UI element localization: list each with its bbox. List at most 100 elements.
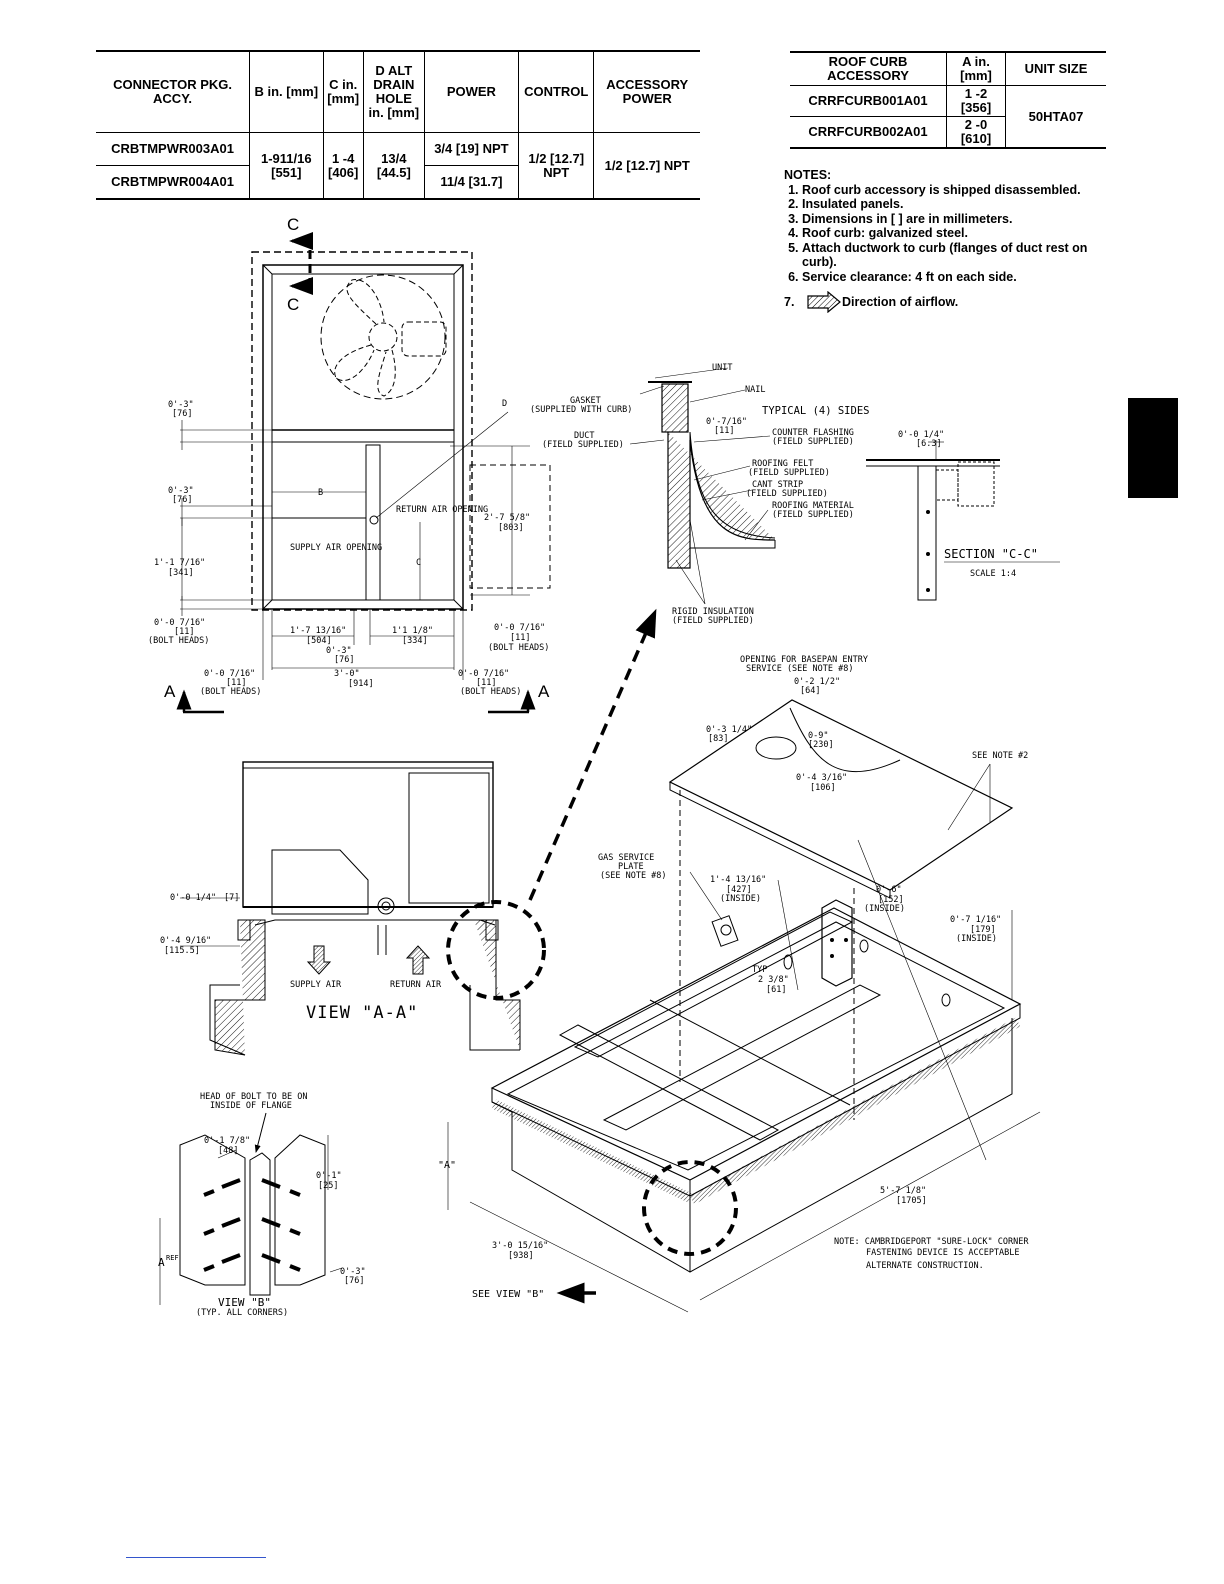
power-cell: 3/4 [19] NPT (423, 132, 519, 166)
svg-text:0'-0 7/16": 0'-0 7/16" (458, 669, 509, 679)
airflow-arrow-icon (807, 291, 841, 313)
note-item: Roof curb accessory is shipped disassemb… (802, 183, 1116, 198)
pkg-cell: CRBTMPWR004A01 (96, 165, 250, 199)
notes: NOTES: Roof curb accessory is shipped di… (784, 168, 1116, 313)
svg-text:[11]: [11] (510, 633, 530, 643)
table-row: CRBTMPWR003A01 1-911/16 [551] 1 -4 [406]… (96, 132, 700, 199)
view-aa (180, 761, 546, 1056)
svg-text:(INSIDE): (INSIDE) (864, 904, 905, 914)
svg-text:TYPICAL (4) SIDES: TYPICAL (4) SIDES (762, 405, 869, 417)
col-control: CONTROL (517, 51, 594, 133)
svg-text:B: B (318, 488, 323, 498)
svg-text:(INSIDE): (INSIDE) (956, 934, 997, 944)
svg-text:[152]: [152] (878, 895, 904, 905)
svg-text:1'1 1/8": 1'1 1/8" (392, 626, 433, 636)
notes-title: NOTES: (784, 168, 832, 182)
section-cc (866, 440, 1060, 601)
unit-size-cell: 50HTA07 (1005, 85, 1106, 148)
control-cell: 1/2 [12.7] NPT (517, 132, 594, 199)
svg-text:0'-3": 0'-3" (168, 486, 194, 496)
accessory-power-cell: 1/2 [12.7] NPT (593, 132, 700, 199)
fan-circle (320, 274, 446, 400)
svg-text:[7]: [7] (224, 893, 239, 903)
svg-text:[803]: [803] (498, 523, 524, 533)
svg-text:0'-0 7/16": 0'-0 7/16" (154, 618, 205, 628)
view-aa-title: VIEW "A-A" (306, 1003, 418, 1023)
svg-text:(BOLT HEADS): (BOLT HEADS) (460, 687, 521, 697)
svg-text:[64]: [64] (800, 686, 820, 696)
svg-text:SUPPLY AIR: SUPPLY AIR (290, 980, 342, 990)
pkg-cell: CRBTMPWR003A01 (111, 141, 234, 156)
svg-text:NAIL: NAIL (745, 385, 765, 395)
svg-text:[1705]: [1705] (896, 1196, 927, 1206)
svg-text:(BOLT HEADS): (BOLT HEADS) (200, 687, 261, 697)
svg-text:(BOLT HEADS): (BOLT HEADS) (488, 643, 549, 653)
svg-text:5'-7 1/8": 5'-7 1/8" (880, 1186, 926, 1196)
view-mark-right: A (538, 682, 550, 701)
notes-list: Roof curb accessory is shipped disassemb… (784, 183, 1116, 285)
svg-text:[334]: [334] (402, 636, 428, 646)
svg-text:0'-0 7/16": 0'-0 7/16" (494, 623, 545, 633)
svg-text:1'-1 7/16": 1'-1 7/16" (154, 558, 205, 568)
svg-text:A: A (158, 1256, 165, 1269)
svg-text:RETURN AIR: RETURN AIR (390, 980, 442, 990)
svg-text:3'-0 15/16": 3'-0 15/16" (492, 1241, 548, 1251)
b-cell: 1-911/16 [551] (249, 132, 323, 199)
svg-text:DUCT: DUCT (574, 431, 594, 441)
svg-text:0'-3": 0'-3" (168, 400, 194, 410)
svg-text:(TYP. ALL CORNERS): (TYP. ALL CORNERS) (196, 1308, 288, 1318)
svg-text:0'-2 1/2": 0'-2 1/2" (794, 677, 840, 687)
iso-curb (447, 699, 1041, 1313)
svg-text:"A": "A" (438, 1160, 456, 1171)
svg-text:0'-6": 0'-6" (876, 885, 902, 895)
svg-text:2'-7 5/8": 2'-7 5/8" (484, 513, 530, 523)
plan-view (176, 232, 551, 714)
note-item: Roof curb: galvanized steel. (802, 226, 1116, 241)
col-unit-size: UNIT SIZE (1005, 52, 1106, 86)
svg-text:0'-4 9/16": 0'-4 9/16" (160, 936, 211, 946)
footer-rule (126, 1557, 266, 1558)
accessory-cell: CRRFCURB001A01 (808, 93, 928, 108)
svg-text:[6.3]: [6.3] (916, 439, 942, 449)
svg-text:INSIDE OF FLANGE: INSIDE OF FLANGE (210, 1101, 292, 1111)
return-air-dashed (469, 464, 551, 589)
note-7-text: Direction of airflow. (842, 294, 959, 309)
svg-text:[61]: [61] (766, 985, 786, 995)
curb-outline-dashed (251, 251, 473, 611)
svg-text:[25]: [25] (318, 1181, 338, 1191)
svg-text:(BOLT HEADS): (BOLT HEADS) (148, 636, 209, 646)
col-accessory-power: ACCESSORY POWER (593, 51, 700, 133)
svg-text:[11]: [11] (174, 627, 194, 637)
svg-text:0'-0 7/16": 0'-0 7/16" (204, 669, 255, 679)
col-d: D ALT DRAIN HOLE in. [mm] (362, 51, 425, 133)
col-b: B in. [mm] (249, 51, 323, 133)
svg-text:[427]: [427] (726, 885, 752, 895)
svg-text:ALTERNATE CONSTRUCTION.: ALTERNATE CONSTRUCTION. (866, 1261, 984, 1271)
svg-text:0'-3": 0'-3" (326, 646, 352, 656)
col-roof-curb-accessory: ROOF CURB ACCESSORY (790, 52, 947, 86)
see-view-b-label: SEE VIEW "B" (472, 1289, 544, 1300)
svg-text:(INSIDE): (INSIDE) (720, 894, 761, 904)
col-c: C in. [mm] (322, 51, 364, 133)
svg-text:0'-1 7/8": 0'-1 7/8" (204, 1136, 250, 1146)
motor-outline (401, 321, 447, 357)
col-connector-pkg: CONNECTOR PKG. ACCY. (96, 51, 250, 133)
svg-text:REF: REF (166, 1254, 179, 1262)
a-cell: 1 -2 [356] (946, 85, 1006, 117)
table-row: CRRFCURB002A01 2 -0 [610] (790, 116, 1106, 148)
flashing-detail-labels: UNIT NAIL GASKET(SUPPLIED WITH CURB) TYP… (530, 363, 869, 626)
svg-text:PLATE: PLATE (618, 862, 644, 872)
section-tab (1128, 398, 1178, 498)
note-item: Dimensions in [ ] are in millimeters. (802, 212, 1116, 227)
svg-text:[76]: [76] (172, 495, 192, 505)
svg-text:[48]: [48] (218, 1146, 238, 1156)
svg-text:(FIELD SUPPLIED): (FIELD SUPPLIED) (746, 489, 828, 499)
svg-text:3'-0": 3'-0" (334, 669, 360, 679)
svg-text:0'-1": 0'-1" (316, 1171, 342, 1181)
svg-text:COUNTER FLASHING: COUNTER FLASHING (772, 428, 854, 438)
accessory-cell: CRRFCURB002A01 (808, 124, 928, 139)
view-b-title: VIEW "B" (218, 1296, 271, 1309)
view-b (159, 1112, 343, 1305)
